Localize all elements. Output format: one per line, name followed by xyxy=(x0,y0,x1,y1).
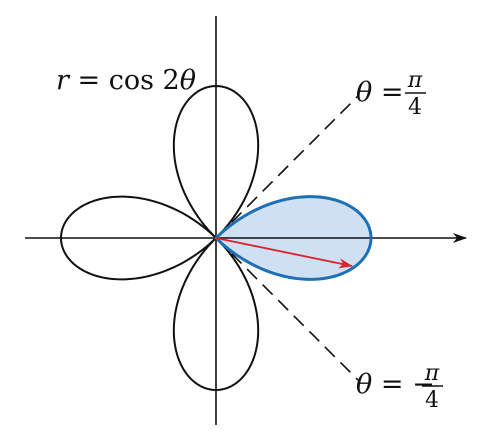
lower-denominator: 4 xyxy=(425,388,439,413)
petal-left xyxy=(59,195,218,281)
equation-r: r xyxy=(56,65,71,96)
lower-sign: − xyxy=(412,369,435,400)
petal-bottom xyxy=(172,236,260,392)
equation-equals: = xyxy=(69,65,109,96)
petal-right-highlighted xyxy=(213,195,373,281)
radius-arrow xyxy=(215,237,353,269)
svg-text:θ = −: θ = − xyxy=(356,369,435,400)
upper-denominator: 4 xyxy=(408,95,422,120)
dashed-line-lower xyxy=(215,237,359,381)
upper-numerator: π xyxy=(407,68,423,93)
equation-func: cos 2 xyxy=(109,65,180,96)
svg-text:θ =: θ = xyxy=(356,77,412,108)
label-theta-minus-pi-over-4: θ = − π 4 xyxy=(356,361,443,413)
upper-theta: θ xyxy=(356,77,372,108)
label-theta-pi-over-4: θ = π 4 xyxy=(356,68,426,120)
equation-label: r = cos 2θ xyxy=(56,65,196,96)
lower-numerator: π xyxy=(424,361,440,386)
lower-equals: = xyxy=(372,369,412,400)
equation-theta: θ xyxy=(180,65,196,96)
petal-top xyxy=(172,84,260,240)
dashed-line-upper xyxy=(215,95,359,239)
lower-theta: θ xyxy=(356,369,372,400)
